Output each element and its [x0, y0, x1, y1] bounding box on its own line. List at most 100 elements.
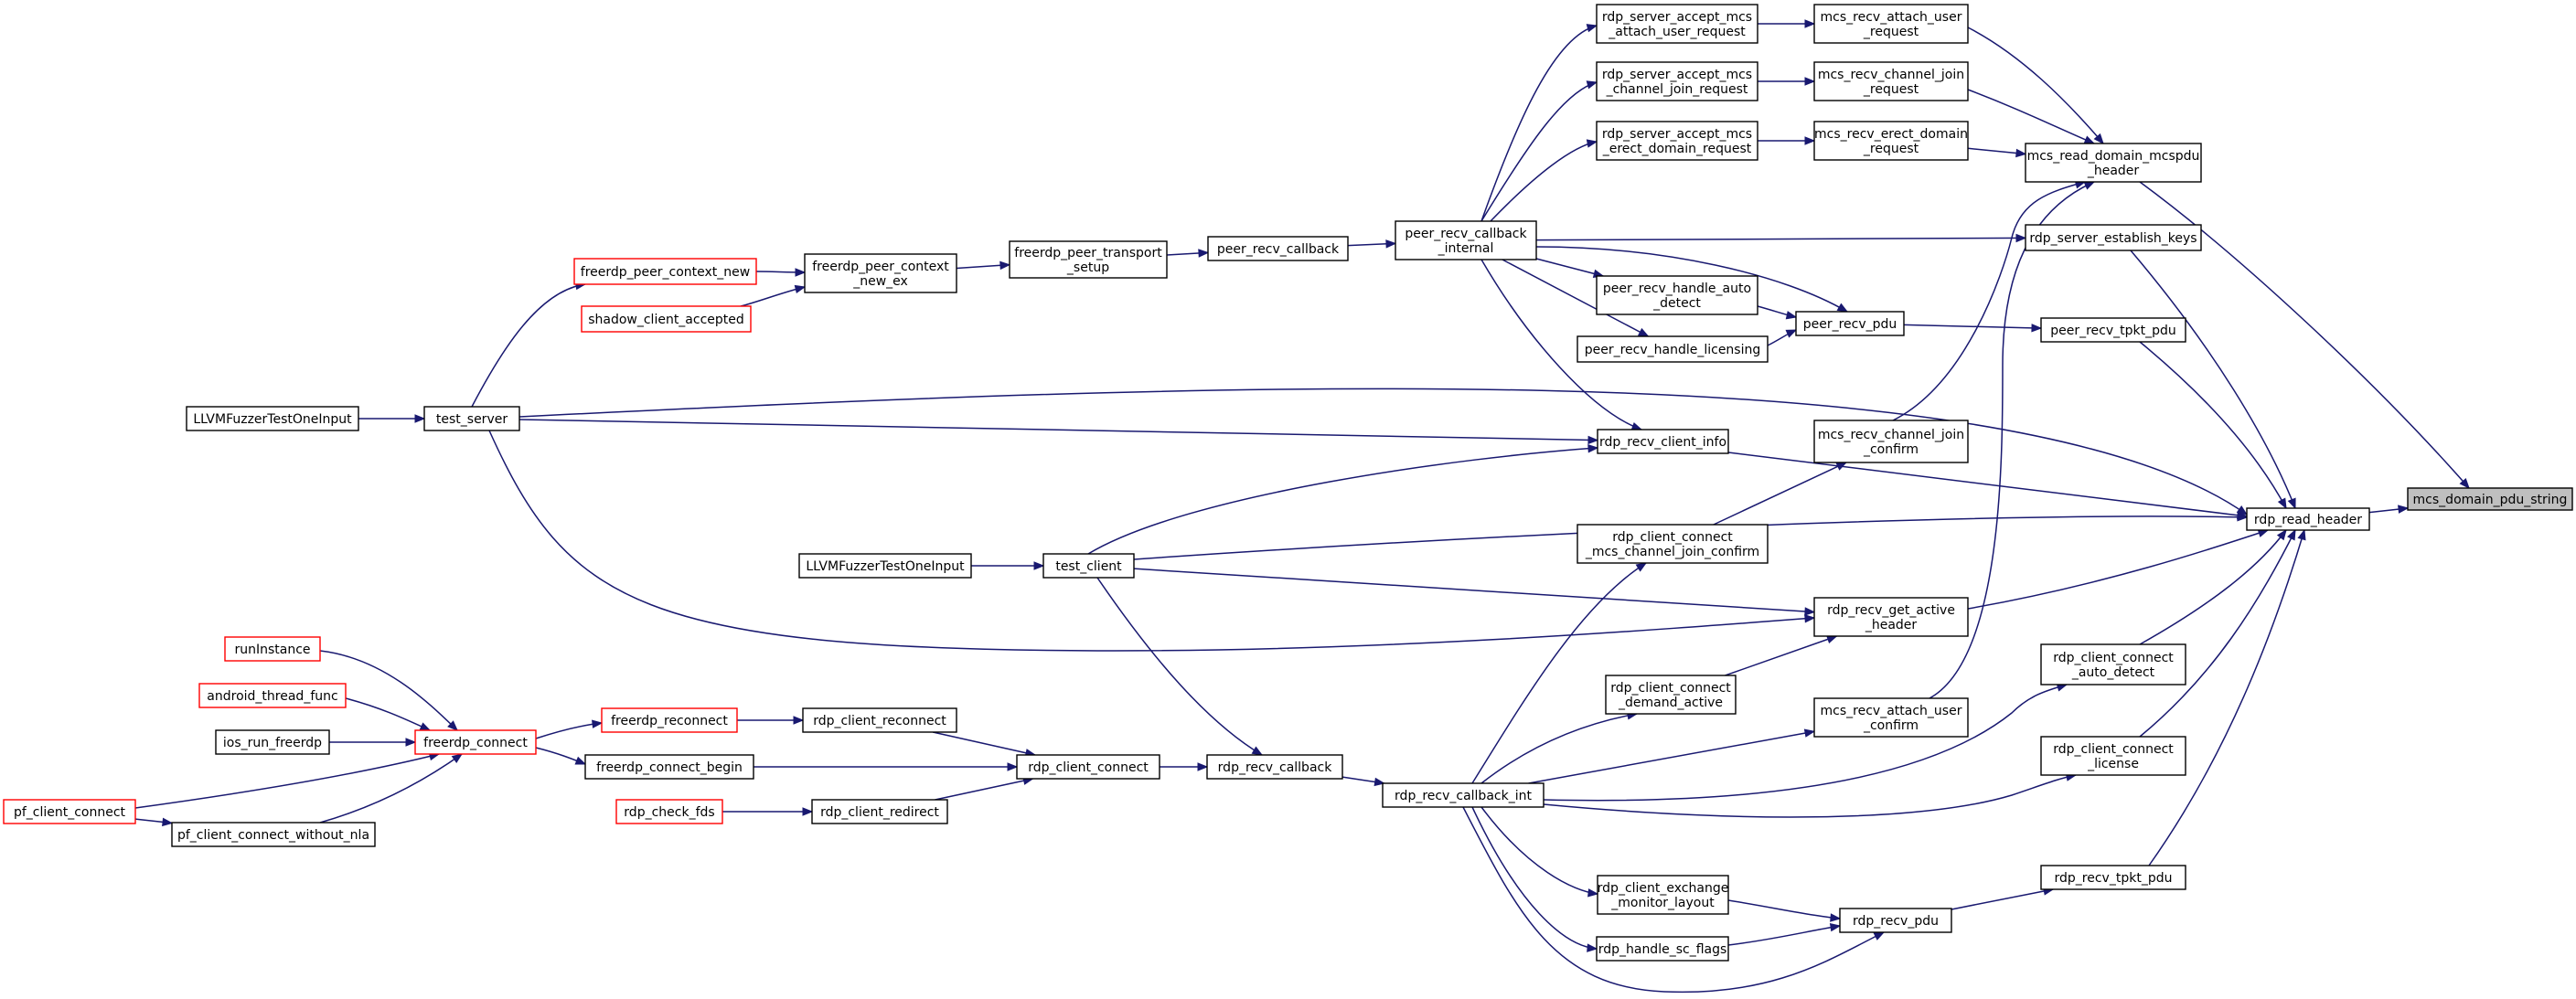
node-mcs_domain_pdu_string[interactable]: mcs_domain_pdu_string [2407, 487, 2573, 511]
edge-pf_client_connect_without_nla-to-freerdp_connect [319, 753, 464, 824]
node-freerdp_reconnect[interactable]: freerdp_reconnect [601, 707, 738, 733]
node-mcs_recv_attach_user_request[interactable]: mcs_recv_attach_user_request [1813, 4, 1969, 44]
node-label: rdp_server_accept_mcs [1602, 127, 1752, 142]
node-rdp_server_accept_mcs_attach_user_request[interactable]: rdp_server_accept_mcs_attach_user_reques… [1596, 4, 1758, 44]
node-mcs_recv_channel_join_request[interactable]: mcs_recv_channel_join_request [1813, 61, 1969, 101]
edge-rdp_server_accept_mcs_attach_user_request-to-mcs_recv_attach_user_request [1758, 19, 1816, 28]
edge-freerdp_connect-to-freerdp_connect_begin [535, 747, 587, 765]
node-box [1605, 675, 1737, 715]
node-rdp_recv_tpkt_pdu[interactable]: rdp_recv_tpkt_pdu [2040, 865, 2186, 890]
edge-freerdp_peer_context_new_ex-to-freerdp_peer_transport_setup [956, 260, 1011, 271]
node-label: _erect_domain_request [1602, 142, 1752, 156]
node-peer_recv_tpkt_pdu[interactable]: peer_recv_tpkt_pdu [2040, 317, 2186, 343]
node-freerdp_connect_begin[interactable]: freerdp_connect_begin [584, 754, 754, 780]
node-test_client[interactable]: test_client [1042, 553, 1135, 579]
node-peer_recv_handle_licensing[interactable]: peer_recv_handle_licensing [1577, 335, 1769, 363]
node-label: rdp_recv_callback [1218, 760, 1333, 775]
node-label: _header [1865, 618, 1918, 632]
node-rdp_client_connect_auto_detect[interactable]: rdp_client_connect_auto_detect [2040, 643, 2186, 685]
edge-rdp_recv_callback_int-to-mcs_recv_attach_user_confirm [1528, 728, 1816, 784]
node-label: rdp_recv_tpkt_pdu [2055, 871, 2173, 886]
edge-peer_recv_callback_internal-to-rdp_server_establish_keys [1535, 233, 2027, 243]
edge-LLVMFuzzerTestOneInput_2-to-test_client [971, 561, 1045, 570]
node-freerdp_peer_transport_setup[interactable]: freerdp_peer_transport_setup [1009, 240, 1168, 279]
node-box [573, 258, 757, 285]
node-label: peer_recv_callback [1405, 227, 1527, 241]
node-mcs_recv_attach_user_confirm[interactable]: mcs_recv_attach_user_confirm [1813, 697, 1969, 738]
node-label: rdp_recv_pdu [1853, 914, 1939, 929]
node-rdp_read_header[interactable]: rdp_read_header [2246, 507, 2370, 531]
node-box [1795, 311, 1905, 336]
node-label: mcs_recv_channel_join [1818, 428, 1964, 442]
node-label: _auto_detect [2071, 665, 2155, 680]
edge-rdp_read_header-to-mcs_domain_pdu_string [2368, 505, 2410, 514]
node-label: mcs_recv_attach_user [1821, 704, 1962, 718]
node-rdp_recv_get_active_header[interactable]: rdp_recv_get_active_header [1813, 597, 1969, 637]
node-box [2025, 224, 2202, 251]
node-label: rdp_recv_client_info [1599, 435, 1726, 450]
node-rdp_client_connect_license[interactable]: rdp_client_connect_license [2040, 736, 2186, 776]
edge-rdp_recv_pdu-to-rdp_recv_tpkt_pdu [1951, 887, 2055, 910]
edge-rdp_recv_get_active_header-to-rdp_read_header [1967, 528, 2270, 610]
node-rdp_recv_client_info[interactable]: rdp_recv_client_info [1597, 429, 1729, 454]
node-rdp_client_connect_mcs_channel_join_confirm[interactable]: rdp_client_connect_mcs_channel_join_conf… [1577, 524, 1769, 564]
node-label: runInstance [234, 643, 310, 657]
node-peer_recv_callback_internal[interactable]: peer_recv_callback_internal [1395, 220, 1537, 260]
node-peer_recv_callback[interactable]: peer_recv_callback [1207, 236, 1349, 261]
node-rdp_recv_pdu[interactable]: rdp_recv_pdu [1839, 908, 1952, 933]
node-label: _channel_join_request [1606, 82, 1748, 97]
node-box [1016, 754, 1160, 780]
node-freerdp_peer_context_new[interactable]: freerdp_peer_context_new [573, 258, 757, 285]
node-rdp_client_connect_demand_active[interactable]: rdp_client_connect_demand_active [1605, 675, 1737, 715]
edge-mcs_recv_attach_user_request-to-mcs_read_domain_mcspdu_header [1967, 27, 2104, 145]
node-pf_client_connect_without_nla[interactable]: pf_client_connect_without_nla [171, 822, 376, 847]
node-pf_client_connect[interactable]: pf_client_connect [3, 799, 136, 824]
node-rdp_client_connect[interactable]: rdp_client_connect [1016, 754, 1160, 780]
node-peer_recv_handle_auto_detect[interactable]: peer_recv_handle_auto_detect [1596, 275, 1758, 315]
edge-rdp_check_fds-to-rdp_client_redirect [722, 807, 814, 816]
node-label: LLVMFuzzerTestOneInput [806, 559, 965, 574]
node-rdp_client_reconnect[interactable]: rdp_client_reconnect [802, 707, 957, 733]
node-mcs_read_domain_mcspdu_header[interactable]: mcs_read_domain_mcspdu_header [2025, 143, 2202, 183]
edge-rdp_client_connect-to-rdp_recv_callback [1160, 762, 1209, 771]
node-box [1813, 61, 1969, 101]
node-box [423, 406, 520, 431]
node-label: rdp_handle_sc_flags [1598, 942, 1727, 957]
node-rdp_recv_callback_int[interactable]: rdp_recv_callback_int [1382, 782, 1545, 808]
edge-mcs_recv_erect_domain_request-to-mcs_read_domain_mcspdu_header [1967, 147, 2027, 158]
edge-peer_recv_callback-to-peer_recv_callback_internal [1347, 239, 1397, 249]
node-freerdp_connect[interactable]: freerdp_connect [414, 729, 537, 755]
node-box [1042, 553, 1135, 579]
node-ios_run_freerdp[interactable]: ios_run_freerdp [215, 729, 330, 755]
edge-test_client-to-rdp_recv_client_info [1087, 443, 1599, 555]
node-box [3, 799, 136, 824]
edge-rdp_recv_callback_int-to-rdp_client_connect_mcs_channel_join_confirm [1471, 562, 1648, 784]
node-peer_recv_pdu[interactable]: peer_recv_pdu [1795, 311, 1905, 336]
node-rdp_client_exchange_monitor_layout[interactable]: rdp_client_exchange_monitor_layout [1597, 875, 1729, 915]
node-label: _attach_user_request [1608, 25, 1746, 39]
node-LLVMFuzzerTestOneInput_1[interactable]: LLVMFuzzerTestOneInput [186, 406, 359, 431]
node-rdp_recv_callback[interactable]: rdp_recv_callback [1206, 754, 1343, 780]
node-rdp_server_accept_mcs_erect_domain_request[interactable]: rdp_server_accept_mcs_erect_domain_reque… [1596, 121, 1758, 161]
node-label: mcs_recv_erect_domain [1814, 127, 1968, 142]
node-label: rdp_server_accept_mcs [1602, 68, 1752, 82]
node-mcs_recv_channel_join_confirm[interactable]: mcs_recv_channel_join_confirm [1813, 420, 1969, 463]
node-rdp_handle_sc_flags[interactable]: rdp_handle_sc_flags [1596, 936, 1729, 962]
node-runInstance[interactable]: runInstance [224, 636, 321, 662]
node-rdp_server_accept_mcs_channel_join_request[interactable]: rdp_server_accept_mcs_channel_join_reque… [1596, 61, 1758, 101]
node-LLVMFuzzerTestOneInput_2[interactable]: LLVMFuzzerTestOneInput [798, 553, 972, 579]
node-rdp_client_redirect[interactable]: rdp_client_redirect [811, 799, 948, 824]
node-box [1597, 875, 1729, 915]
node-label: rdp_client_redirect [820, 805, 939, 820]
node-android_thread_func[interactable]: android_thread_func [198, 683, 347, 708]
node-rdp_check_fds[interactable]: rdp_check_fds [615, 799, 723, 824]
node-shadow_client_accepted[interactable]: shadow_client_accepted [581, 305, 752, 333]
edge-peer_recv_callback_internal-to-peer_recv_pdu [1535, 246, 1849, 313]
node-freerdp_peer_context_new_ex[interactable]: freerdp_peer_context_new_ex [804, 253, 957, 293]
node-mcs_recv_erect_domain_request[interactable]: mcs_recv_erect_domain_request [1813, 121, 1969, 161]
node-box [1206, 754, 1343, 780]
edge-peer_recv_handle_licensing-to-peer_recv_pdu [1767, 329, 1798, 346]
node-test_server[interactable]: test_server [423, 406, 520, 431]
node-rdp_server_establish_keys[interactable]: rdp_server_establish_keys [2025, 224, 2202, 251]
